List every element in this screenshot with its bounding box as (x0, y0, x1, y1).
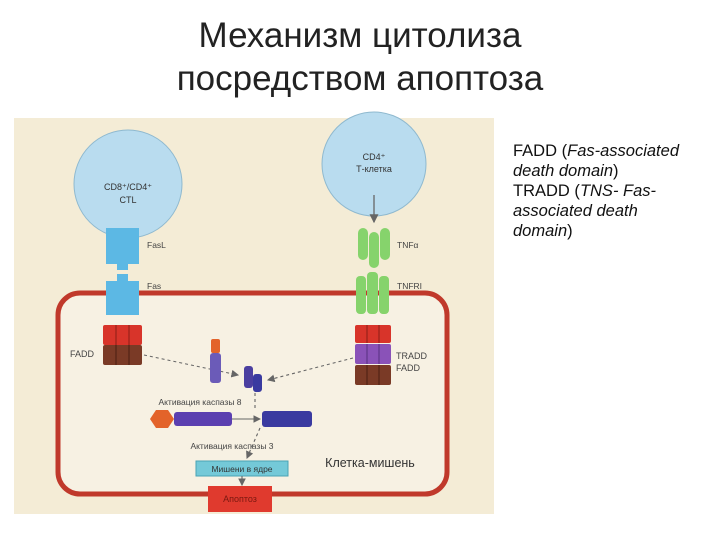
abbreviation-notes: FADD (Fas-associated death domain) TRADD… (513, 141, 713, 241)
fadd-note-line-1: FADD (Fas-associated (513, 141, 713, 161)
fadd-right-to-caspase8-arrow (266, 357, 354, 383)
active-caspase-8 (150, 410, 312, 428)
tradd-note-line-1: TRADD (TNS- Fas- (513, 181, 713, 201)
tnfri-receptor (356, 272, 389, 314)
cd4-t-cell: CD4⁺ Т-клетка (321, 111, 427, 217)
fadd-left-block (103, 325, 142, 365)
tradd-close-paren: ) (567, 222, 573, 240)
tradd-expansion-line-1: TNS- Fas- (579, 182, 657, 200)
fadd-expansion-line-2: death domain (513, 162, 613, 180)
tradd-note-line-2: associated death (513, 201, 713, 221)
procaspase-8 (210, 339, 262, 392)
nucleus-targets-label: Мишени в ядре (211, 464, 272, 474)
ctl-label-line-2: CTL (119, 195, 136, 205)
tradd-label: TRADD (396, 351, 427, 361)
fadd-to-caspase8-arrow (143, 354, 240, 378)
target-cell-label: Клетка-мишень (325, 456, 415, 470)
fadd-open-paren: ( (557, 142, 568, 160)
tradd-fadd-right-block (355, 325, 391, 385)
fadd-expansion-line-1: Fas-associated (567, 142, 679, 160)
fadd-right-label: FADD (396, 363, 421, 373)
apoptosis-box (208, 486, 272, 512)
fadd-left-label: FADD (70, 349, 95, 359)
slide-title-line-1: Механизм цитолиза (198, 16, 522, 55)
fas-label: Fas (147, 281, 161, 291)
fadd-close-paren: ) (613, 162, 619, 180)
tnfri-label: TNFRI (397, 281, 422, 291)
fasl-label: FasL (147, 240, 166, 250)
tradd-expansion-line-2: associated death (513, 202, 638, 220)
fadd-abbr: FADD (513, 142, 558, 160)
tnfa-label: TNFα (397, 240, 419, 250)
apoptosis-label: Апоптоз (223, 494, 257, 504)
tradd-note-line-3: domain) (513, 221, 713, 241)
fasl-receptor (106, 228, 139, 270)
fas-receptor (106, 274, 139, 315)
tradd-open-paren: ( (569, 182, 580, 200)
tnfa-ligand (358, 228, 390, 268)
cd4-label-line-2: Т-клетка (356, 164, 392, 174)
slide-title-line-2: посредством апоптоза (176, 59, 544, 98)
ctl-label-line-1: CD8⁺/CD4⁺ (104, 182, 152, 192)
caspase3-label: Активация каспазы 3 (190, 441, 273, 451)
tradd-expansion-line-3: domain (513, 222, 568, 240)
caspase8-label: Активация каспазы 8 (158, 397, 241, 407)
tradd-abbr: TRADD (513, 182, 570, 200)
cd4-label-line-1: CD4⁺ (363, 152, 386, 162)
ctl-cell: CD8⁺/CD4⁺ CTL (73, 129, 183, 239)
slide-title: Механизм цитолиза посредством апоптоза (0, 14, 720, 100)
fadd-note-line-2: death domain) (513, 161, 713, 181)
